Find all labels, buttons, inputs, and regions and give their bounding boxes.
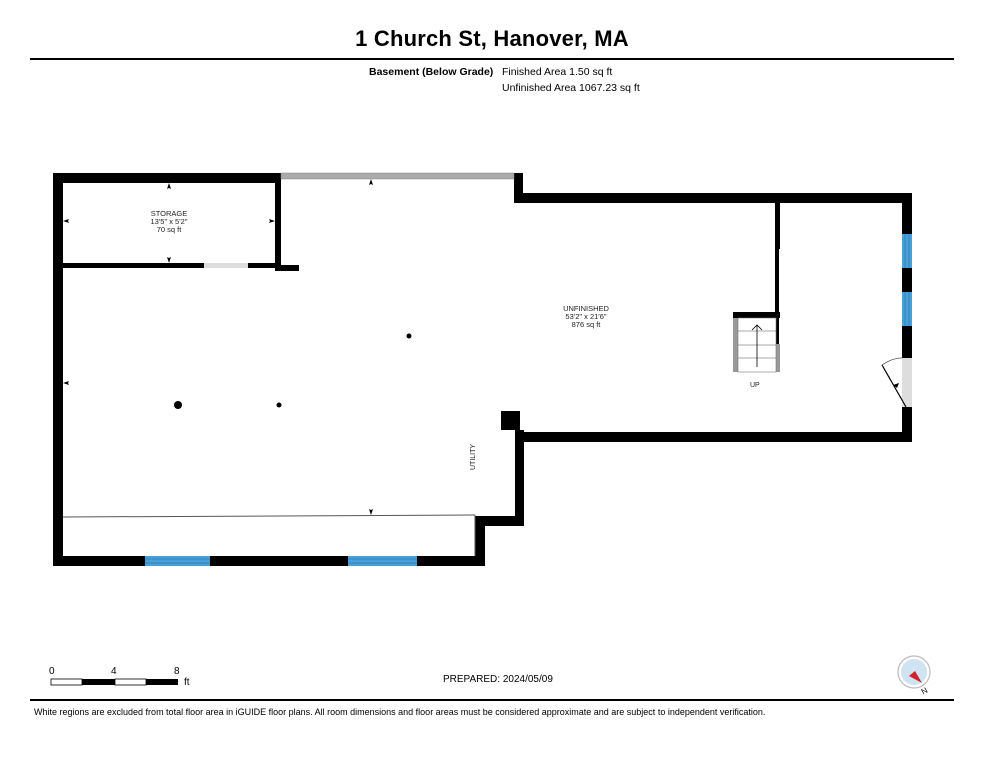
dimension-markers xyxy=(63,179,373,515)
storage-name: STORAGE xyxy=(150,209,188,218)
room-label-utility: UTILITY xyxy=(470,443,477,470)
floor-label: Basement (Below Grade) xyxy=(369,66,494,78)
scale-tick-8: 8 xyxy=(174,666,180,677)
footer-divider xyxy=(30,699,954,701)
scale-tick-4: 4 xyxy=(111,666,117,677)
scale-unit: ft xyxy=(184,677,190,688)
unfinished-name: UNFINISHED xyxy=(563,304,609,313)
stairs xyxy=(733,317,780,373)
posts xyxy=(174,333,412,409)
unfinished-area: 876 sq ft xyxy=(571,320,601,329)
compass-north-label: N xyxy=(920,686,930,697)
compass-icon: N xyxy=(897,655,931,697)
unfinished-dimensions: 53'2" x 21'6" xyxy=(565,312,607,321)
door xyxy=(881,357,912,408)
storage-dimensions: 13'5" x 5'2" xyxy=(150,217,188,226)
top-opening xyxy=(280,172,515,180)
disclaimer: White regions are excluded from total fl… xyxy=(34,707,766,717)
title-divider xyxy=(30,58,954,60)
scale-bar xyxy=(50,678,178,686)
storage-opening xyxy=(204,263,248,268)
region-boundary xyxy=(62,514,476,518)
stairs-up-label: UP xyxy=(750,382,760,389)
unfinished-area: Unfinished Area 1067.23 sq ft xyxy=(502,82,640,94)
scale-tick-0: 0 xyxy=(49,666,55,677)
room-label-unfinished: UNFINISHED 53'2" x 21'6" 876 sq ft xyxy=(546,305,626,329)
finished-area: Finished Area 1.50 sq ft xyxy=(502,66,613,78)
page-title: 1 Church St, Hanover, MA xyxy=(355,26,629,51)
walls xyxy=(53,173,912,566)
storage-area: 70 sq ft xyxy=(156,225,182,234)
windows xyxy=(145,234,912,566)
prepared-date: PREPARED: 2024/05/09 xyxy=(443,674,553,685)
room-label-storage: STORAGE 13'5" x 5'2" 70 sq ft xyxy=(129,210,209,234)
